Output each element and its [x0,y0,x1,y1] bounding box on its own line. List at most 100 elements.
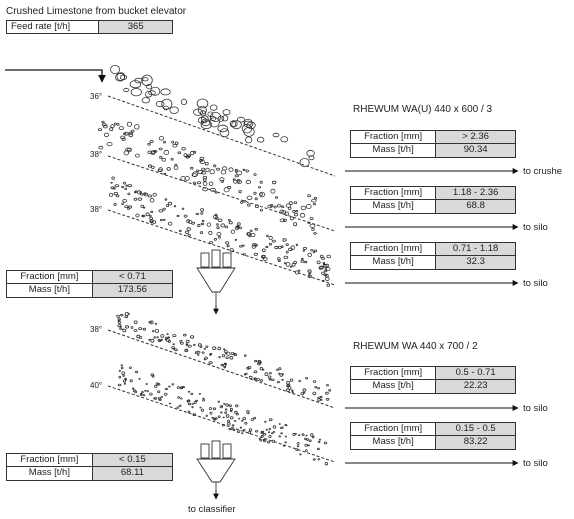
mass-value: 90.34 [436,144,515,157]
fraction-value: < 0.15 [92,454,172,466]
particle-deck-2 [118,126,124,131]
particle-deck-4 [260,379,264,382]
particle-deck-5 [180,397,183,400]
particle-deck-4 [196,350,201,354]
particle-deck-2 [201,167,206,171]
particle-deck-5 [253,416,257,420]
particle-deck-3 [283,262,287,265]
particle-deck-5 [292,432,296,436]
particle-deck-5 [208,407,213,410]
underflow-table-1: Fraction [mm]< 0.71 Mass [t/h]173.56 [6,270,173,298]
particle-deck-3 [213,237,217,241]
particle-deck-3 [124,187,128,191]
particle-deck-4 [154,322,158,325]
particle-deck-2 [289,216,294,221]
particle-deck-5 [202,399,206,402]
destination-3: to silo [523,278,548,289]
particle-deck-2 [273,205,277,209]
particle-deck-2 [234,170,238,173]
particle-deck-5 [222,416,225,419]
particle-deck-2 [192,171,199,178]
particle-deck-2 [305,203,312,209]
particle-deck-3 [247,232,252,236]
particle-deck-2 [246,195,253,200]
deck-4-angle: 38° [90,325,103,334]
particle-deck-3 [322,261,326,264]
particle-deck-3 [112,187,116,190]
fraction-value: 1.18 - 2.36 [436,187,515,199]
particle-deck-2 [189,166,194,170]
particle-deck-3 [149,197,155,203]
fraction-label: Fraction [mm] [351,187,437,199]
particle-deck-5 [122,374,125,377]
particle-deck-4 [225,356,229,359]
particle-deck-4 [268,378,272,381]
particle-deck-4 [264,372,269,377]
particle-deck-3 [176,214,180,217]
particle-deck-4 [220,363,224,367]
particle-deck-2 [106,142,113,147]
particle-deck-4 [151,330,155,333]
mass-label: Mass [t/h] [351,380,437,393]
particle-deck-3 [274,245,279,250]
particle-deck-2 [147,164,152,168]
particle-deck-5 [168,402,171,405]
particle-deck-1 [243,126,255,137]
particle-deck-5 [259,439,263,442]
particle-deck-4 [205,345,209,348]
particle-deck-2 [233,179,238,184]
particle-deck-3 [164,198,168,201]
particle-deck-2 [103,124,108,129]
particle-deck-3 [280,245,284,249]
particle-deck-5 [227,419,230,423]
particle-deck-1 [119,74,128,80]
particle-deck-3 [216,232,222,237]
particle-deck-5 [225,403,229,407]
particle-deck-4 [276,368,279,372]
particle-deck-3 [217,218,223,222]
particle-deck-5 [153,384,158,388]
particle-deck-5 [213,417,217,421]
particle-deck-4 [172,334,177,338]
particle-deck-5 [241,432,244,435]
particle-deck-4 [268,372,272,375]
particle-deck-5 [278,423,281,425]
particle-deck-5 [157,390,161,394]
particle-deck-4 [164,338,168,341]
particle-deck-1 [221,115,229,122]
particle-deck-4 [278,367,282,370]
particle-deck-1 [146,84,153,90]
particle-deck-3 [127,205,133,209]
mass-value: 173.56 [92,284,172,297]
deck-4 [107,329,336,409]
particle-deck-2 [159,155,163,159]
particle-deck-3 [290,245,296,251]
particle-deck-3 [141,214,146,218]
particle-deck-3 [253,243,258,247]
particle-deck-3 [186,227,191,231]
particle-deck-4 [185,339,190,344]
particle-deck-2 [220,169,227,175]
particle-deck-3 [285,243,289,246]
fraction-table-2: Fraction [mm]1.18 - 2.36 Mass [t/h]68.8 [350,186,516,214]
particle-deck-5 [224,408,228,411]
particle-deck-2 [128,132,134,138]
particle-deck-2 [174,141,179,145]
particle-deck-2 [293,222,298,227]
particle-deck-5 [246,410,250,414]
deck-2-angle: 38° [90,150,103,159]
particle-deck-4 [276,380,280,384]
particle-deck-5 [268,418,273,422]
particle-deck-2 [197,170,204,175]
particle-deck-5 [118,375,122,379]
particle-deck-3 [200,222,205,226]
particle-deck-2 [219,177,225,182]
particle-deck-2 [221,166,228,171]
particle-deck-2 [213,164,217,168]
particle-deck-2 [162,140,167,144]
particle-deck-4 [142,327,147,331]
particle-deck-4 [298,379,301,383]
fraction-value: > 2.36 [436,131,515,143]
particle-deck-2 [202,181,208,186]
destination-2: to silo [523,222,548,233]
